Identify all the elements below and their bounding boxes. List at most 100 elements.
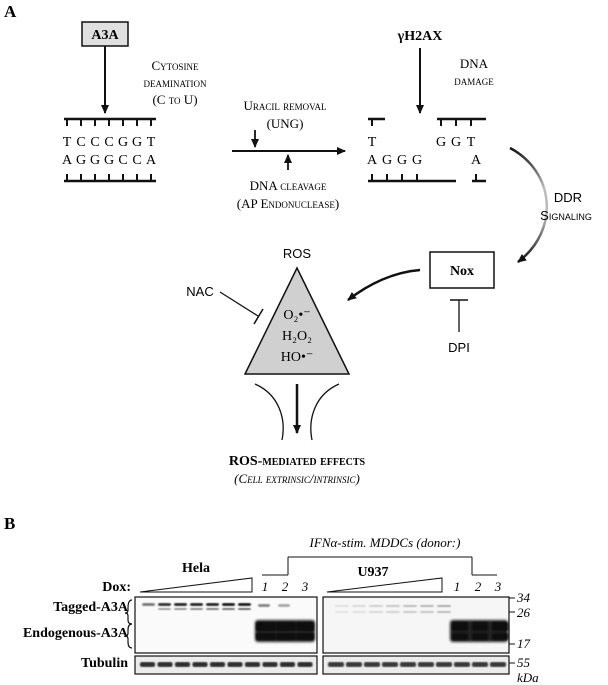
base-top: C <box>76 135 85 150</box>
dpi-label: DPI <box>448 340 470 355</box>
blot-band <box>157 662 173 667</box>
blot-band <box>227 662 243 667</box>
blot-band <box>346 662 362 667</box>
ros-species-2: H₂O₂ <box>282 329 312 344</box>
endogenous-brace <box>124 623 133 649</box>
blot-band <box>352 605 366 607</box>
effect-curve-left <box>254 383 284 441</box>
blot-hela-a3a <box>134 596 318 654</box>
blot-band <box>364 662 380 667</box>
effect-curve-right <box>310 383 340 441</box>
tubulin-label: Tubulin <box>81 656 128 671</box>
donor-right-3: 3 <box>494 579 502 594</box>
kda-label: kDa <box>517 670 539 685</box>
base-bottom: A <box>62 153 73 168</box>
base-bottom: A <box>367 153 378 168</box>
dna-damage-line1: DNA <box>460 56 489 71</box>
blot-band <box>420 611 434 613</box>
deamination-line3: (C to U) <box>152 92 197 107</box>
donor-left-1: 1 <box>262 579 269 594</box>
blot-band <box>192 662 208 667</box>
hela-label: Hela <box>182 561 210 576</box>
tagged-label: Tagged-A3A <box>53 600 129 615</box>
blot-band <box>175 662 190 667</box>
base-top: C <box>90 135 99 150</box>
blot-band <box>452 622 468 631</box>
blot-band <box>472 633 488 640</box>
base-top: C <box>104 135 113 150</box>
blot-u937-a3a <box>322 596 510 654</box>
base-bottom: C <box>132 153 141 168</box>
donor-right-2: 2 <box>475 579 482 594</box>
blot-band <box>190 608 203 610</box>
mw-34: 34 <box>516 590 531 605</box>
blot-band <box>420 605 434 607</box>
mw-26: 26 <box>517 605 531 620</box>
base-top: G <box>118 135 128 150</box>
blot-band <box>437 605 451 607</box>
blot-band <box>403 605 417 607</box>
base-bottom: C <box>118 153 127 168</box>
uracil-line1: Uracil removal <box>244 98 327 113</box>
ros-triangle <box>243 266 351 375</box>
nac-bar <box>253 308 264 325</box>
blot-band <box>238 603 251 606</box>
blot-band <box>454 662 470 667</box>
mw-17: 17 <box>517 636 531 651</box>
panel-a-label: A <box>4 2 17 21</box>
blot-band <box>335 611 349 613</box>
base-bottom: G <box>90 153 100 168</box>
donor-left-2: 2 <box>282 579 289 594</box>
blot-band <box>452 633 468 640</box>
panel-b-label: B <box>4 514 15 533</box>
u937-label: U937 <box>357 565 388 580</box>
blot-band <box>492 633 508 640</box>
blot-band <box>190 603 203 606</box>
deamination-line2: deamination <box>144 75 207 90</box>
blot-band <box>386 605 400 607</box>
ros-label: ROS <box>283 246 312 261</box>
blot-band <box>492 622 508 631</box>
blot-band <box>158 603 171 606</box>
dox-wedge-hela <box>139 577 253 593</box>
blot-band <box>436 662 452 667</box>
blot-band <box>278 604 290 607</box>
blot-band <box>174 608 187 610</box>
base-top: T <box>147 135 156 150</box>
blot-band <box>262 662 278 667</box>
blot-band <box>158 608 171 610</box>
base-top: T <box>467 135 476 150</box>
blot-band <box>418 662 434 667</box>
base-top: T <box>368 135 377 150</box>
blot-band <box>400 662 416 667</box>
donor-right-1: 1 <box>454 579 461 594</box>
ddr-arrow <box>509 146 549 263</box>
blot-band <box>297 662 313 667</box>
blot-band <box>142 603 155 606</box>
a3a-box: A3A <box>81 21 129 47</box>
blot-band <box>245 662 260 667</box>
uracil-line2: (UNG) <box>267 116 304 131</box>
base-top: T <box>63 135 72 150</box>
a3a-label: A3A <box>91 28 119 43</box>
nac-label: NAC <box>186 284 213 299</box>
blot-band <box>472 662 488 667</box>
blot-band <box>222 608 235 610</box>
ros-species-1: O₂•⁻ <box>283 308 310 323</box>
dox-wedge-u937 <box>326 577 443 593</box>
nac-line <box>219 291 259 317</box>
effects-line1: ROS-mediated effects <box>229 454 366 469</box>
dox-label: Dox: <box>102 580 131 595</box>
blot-band <box>369 611 383 613</box>
blot-band <box>206 603 219 606</box>
nox-label: Nox <box>450 264 474 279</box>
blot-band <box>382 662 398 667</box>
blot-band <box>437 611 451 613</box>
ddr-line1: DDR <box>554 190 582 205</box>
blot-band <box>369 605 383 607</box>
blot-band <box>222 603 235 606</box>
blot-band <box>328 662 344 667</box>
ros-species-3: HO•⁻ <box>281 350 314 365</box>
nox-to-ros-arrow <box>347 268 421 301</box>
